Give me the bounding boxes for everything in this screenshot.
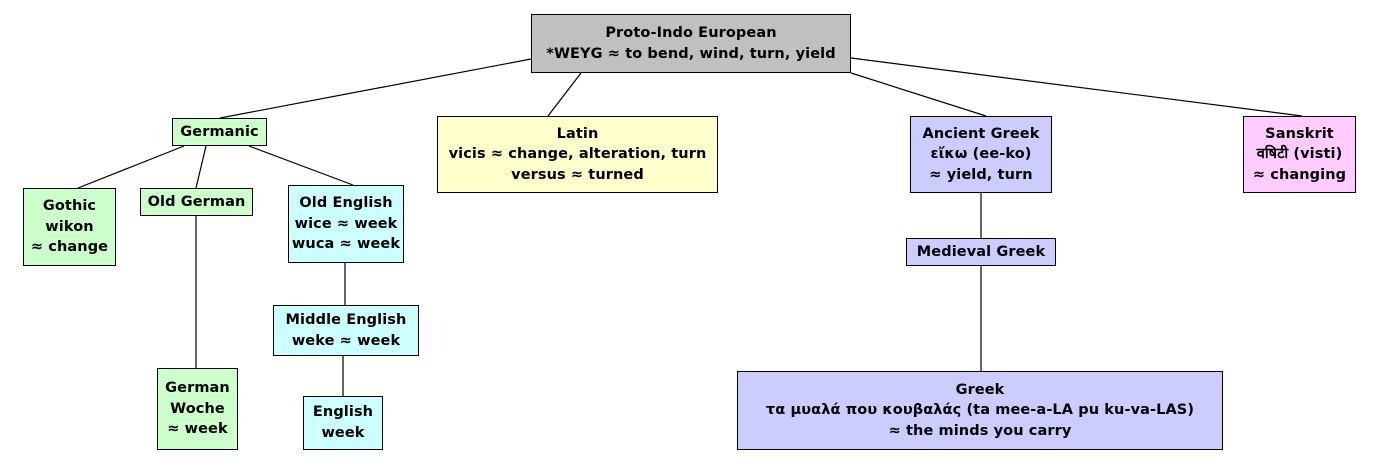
node-medieval-greek[interactable]: Medieval Greek	[906, 238, 1056, 266]
node-gloss-latin-vicis: vicis ≈ change, alteration, turn	[448, 146, 707, 163]
node-term-sanskrit: वषिटी (visti)	[1256, 146, 1343, 163]
node-title-middle-english: Middle English	[285, 311, 407, 328]
node-gloss-german: ≈ week	[167, 421, 228, 438]
node-english[interactable]: English week	[303, 396, 383, 450]
node-ancient-greek[interactable]: Ancient Greek εἴκω (ee-ko) ≈ yield, turn	[910, 116, 1052, 193]
node-greek[interactable]: Greek τα μυαλά που κουβαλάς (ta mee-a-LA…	[737, 371, 1223, 450]
node-title-gothic: Gothic	[42, 198, 97, 215]
node-old-english[interactable]: Old English wice ≈ week wuca ≈ week	[288, 185, 404, 263]
node-title-old-english: Old English	[299, 195, 393, 212]
node-term-english: week	[321, 425, 365, 441]
edge-pie-to-sanskrit	[850, 57, 1303, 117]
node-old-german[interactable]: Old German	[140, 188, 253, 216]
node-title-old-german: Old German	[147, 193, 246, 210]
node-gothic[interactable]: Gothic wikon ≈ change	[23, 188, 116, 266]
node-term-gothic: wikon	[45, 218, 94, 235]
node-proto-indo-european[interactable]: Proto-Indo European *WEYG ≈ to bend, win…	[531, 14, 851, 73]
node-title-greek: Greek	[955, 381, 1005, 398]
node-title-ancient-greek: Ancient Greek	[922, 125, 1040, 142]
node-term-german: Woche	[170, 400, 225, 417]
node-title-german: German	[165, 380, 230, 397]
node-latin[interactable]: Latin vicis ≈ change, alteration, turn v…	[437, 116, 718, 193]
node-gloss-latin-versus: versus ≈ turned	[511, 166, 644, 183]
node-title-germanic: Germanic	[180, 123, 259, 140]
node-gloss-greek: ≈ the minds you carry	[888, 422, 1072, 439]
node-middle-english[interactable]: Middle English weke ≈ week	[273, 305, 419, 356]
node-title-medieval-greek: Medieval Greek	[916, 243, 1046, 260]
node-gloss-proto-indo-european: *WEYG ≈ to bend, wind, turn, yield	[546, 45, 836, 62]
node-term-greek: τα μυαλά που κουβαλάς (ta mee-a-LA pu ku…	[765, 402, 1195, 419]
node-germanic[interactable]: Germanic	[172, 118, 267, 146]
edge-germanic-to-gothic	[77, 145, 185, 189]
node-title-sanskrit: Sanskrit	[1265, 125, 1334, 142]
edge-pie-to-ancient-greek	[850, 72, 987, 117]
edge-pie-to-germanic	[219, 58, 532, 119]
node-term-middle-english: weke ≈ week	[291, 332, 401, 349]
node-title-english: English	[312, 404, 374, 421]
node-sanskrit[interactable]: Sanskrit वषिटी (visti) ≈ changing	[1243, 116, 1356, 193]
edge-pie-to-latin	[547, 72, 582, 117]
node-term-old-english-wice: wice ≈ week	[294, 215, 398, 232]
node-term-ancient-greek: εἴκω (ee-ko)	[930, 146, 1032, 163]
node-german[interactable]: German Woche ≈ week	[157, 368, 238, 450]
node-title-latin: Latin	[556, 125, 599, 142]
node-gloss-ancient-greek: ≈ yield, turn	[929, 166, 1033, 183]
node-gloss-gothic: ≈ change	[30, 239, 109, 256]
edge-germanic-to-old-german	[195, 145, 207, 189]
node-term-old-english-wuca: wuca ≈ week	[291, 236, 401, 253]
edge-germanic-to-old-english	[248, 145, 354, 186]
node-gloss-sanskrit: ≈ changing	[1252, 166, 1347, 183]
node-title-proto-indo-european: Proto-Indo European	[605, 24, 777, 41]
